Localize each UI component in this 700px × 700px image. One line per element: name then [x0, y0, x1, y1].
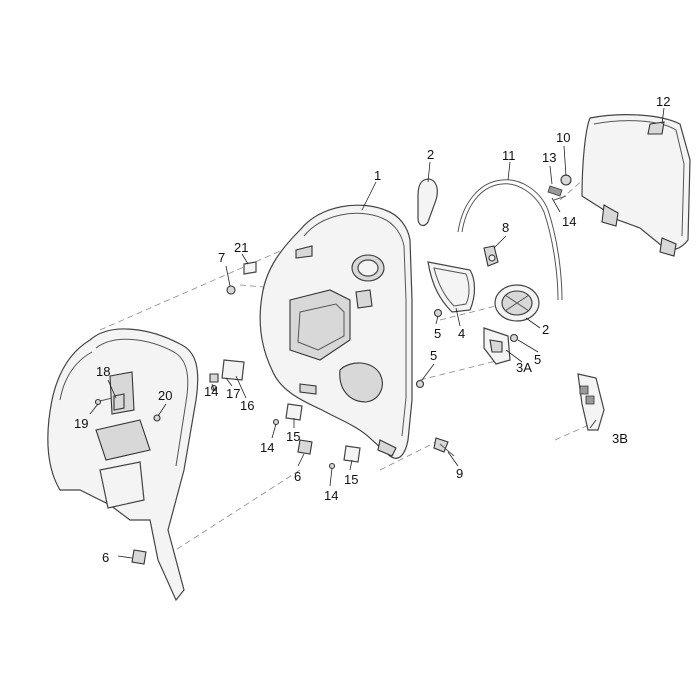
callout-2-upper: 2: [427, 147, 434, 162]
callout-3b: 3B: [612, 431, 628, 446]
callout-15-a: 15: [286, 429, 300, 444]
callout-7: 7: [218, 250, 225, 265]
callout-1: 1: [374, 168, 381, 183]
clips-15-16-17: [209, 359, 361, 463]
callout-8: 8: [502, 220, 509, 235]
fastener-cluster-top: [547, 174, 572, 201]
glovebox-cover-frame: [427, 261, 476, 313]
leader-lines: [89, 107, 665, 559]
callout-13: 13: [542, 150, 556, 165]
screw-part-9: [433, 437, 455, 457]
clip-part-8: [483, 245, 499, 267]
callout-11: 11: [502, 148, 516, 163]
callout-12: 12: [656, 94, 670, 109]
callout-10: 10: [556, 130, 570, 145]
callout-17: 17: [226, 386, 240, 401]
trim-strip: [457, 179, 563, 301]
callout-labels: 1 2 2 3A 3B 4 5 5 5 6 6 7 8 9 10 11 12 1…: [74, 94, 670, 565]
callout-21: 21: [234, 240, 248, 255]
callout-16: 16: [240, 398, 254, 413]
callout-4: 4: [458, 326, 465, 341]
callout-5-a: 5: [434, 326, 441, 341]
small-parts-7-21: [226, 261, 257, 295]
callout-14-c: 14: [260, 440, 274, 455]
callout-14-a: 14: [562, 214, 576, 229]
callout-9: 9: [456, 466, 463, 481]
callout-2-lower: 2: [542, 322, 549, 337]
clips-part-6: [131, 439, 313, 565]
front-inner-frame: [47, 328, 199, 602]
callout-15-b: 15: [344, 472, 358, 487]
callout-5-c: 5: [534, 352, 541, 367]
bracket-3b: [577, 373, 605, 431]
front-shield-panel: [581, 114, 691, 257]
leg-shield-main-body: [259, 204, 413, 459]
trim-cap-upper: [417, 178, 438, 227]
callout-6-a: 6: [294, 469, 301, 484]
callout-14-d: 14: [324, 488, 338, 503]
round-lid: [494, 284, 540, 322]
callout-3a: 3A: [516, 360, 532, 375]
callout-18: 18: [96, 364, 110, 379]
callout-14-b: 14: [204, 384, 218, 399]
bracket-3a: [483, 327, 511, 365]
callout-6-b: 6: [102, 550, 109, 565]
callout-5-b: 5: [430, 348, 437, 363]
callout-20: 20: [158, 388, 172, 403]
callout-19: 19: [74, 416, 88, 431]
